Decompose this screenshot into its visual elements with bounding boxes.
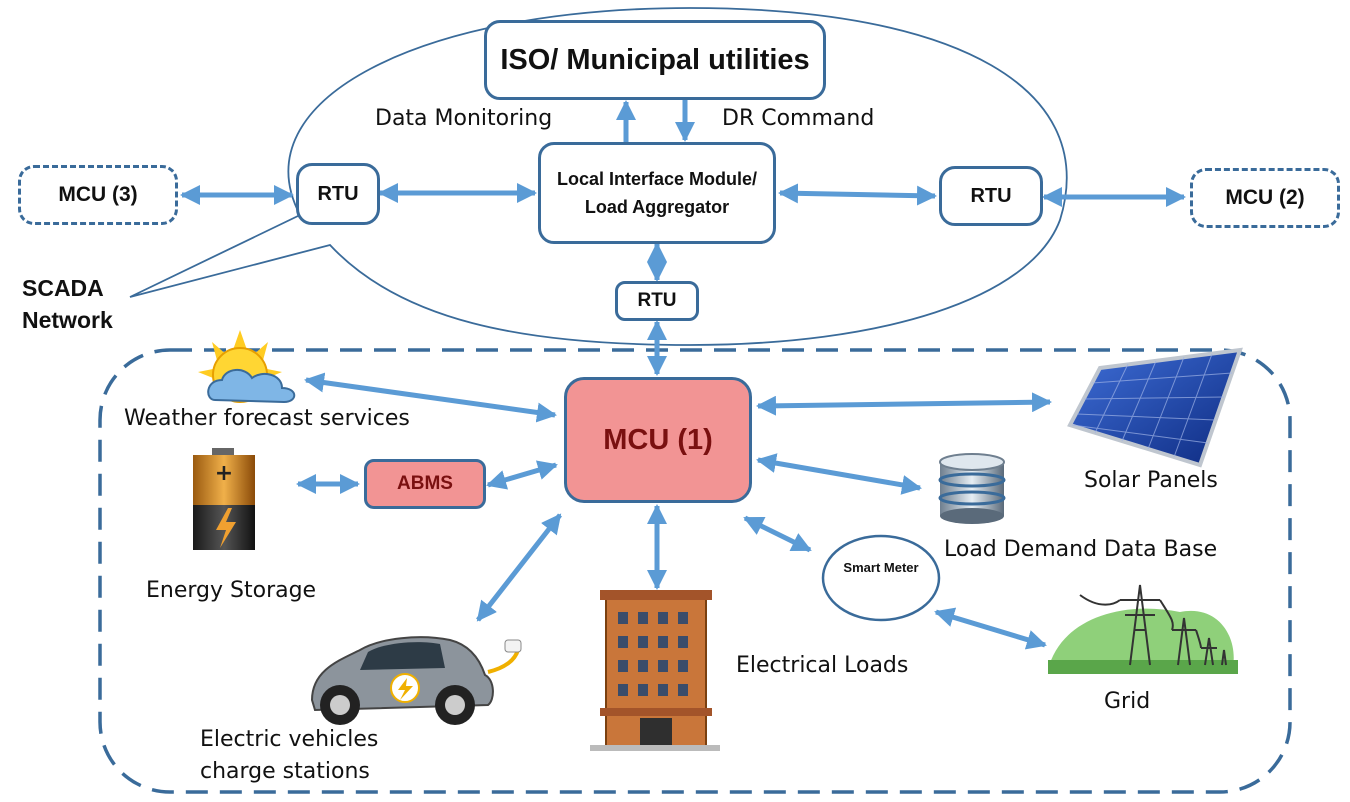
arrow-lim-rtu [778, 183, 937, 206]
mcu1-label: MCU (1) [603, 423, 713, 456]
smart-meter-node [821, 534, 941, 622]
rtu-bottom-label: RTU [637, 290, 677, 311]
rtu-bottom-box: RTU [615, 281, 699, 321]
abms-box: ABMS [364, 459, 486, 509]
rtu-left-label: RTU [317, 182, 359, 205]
electric-car-icon [310, 636, 522, 725]
arrow-smartmeter-grid [934, 607, 1047, 650]
mcu3-label: MCU (3) [58, 183, 138, 206]
arrow-mcu1-smartmeter [743, 515, 812, 553]
rtu-right-label: RTU [970, 184, 1012, 207]
iso-utilities-label: ISO/ Municipal utilities [500, 44, 810, 76]
load-demand-db-label: Load Demand Data Base [944, 537, 1218, 562]
solar-panels-label: Solar Panels [1084, 468, 1218, 493]
sun-cloud-icon [198, 330, 296, 404]
ev-label: Electric vehicles charge stations [200, 724, 430, 788]
building-icon [590, 590, 720, 751]
abms-label: ABMS [397, 473, 453, 494]
mcu2-label: MCU (2) [1225, 186, 1305, 209]
dr-command-label: DR Command [722, 106, 875, 131]
smart-meter-label: Smart Meter [836, 558, 926, 577]
power-tower-icon [1048, 584, 1238, 674]
rtu-right-box: RTU [939, 166, 1043, 226]
ev-text: Electric vehicles charge stations [200, 727, 379, 784]
data-monitoring-label: Data Monitoring [375, 106, 553, 131]
rtu-left-box: RTU [296, 163, 380, 225]
arrow-mcu1-ev [476, 513, 562, 622]
mcu3-box: MCU (3) [18, 165, 178, 225]
scada-network-text: SCADA Network [22, 275, 113, 333]
load-aggregator-label: Local Interface Module/ Load Aggregator [556, 169, 758, 217]
electrical-loads-label: Electrical Loads [736, 653, 909, 678]
weather-label: Weather forecast services [124, 406, 410, 431]
smart-meter-text: Smart Meter [843, 560, 919, 575]
mcu1-box: MCU (1) [564, 377, 752, 503]
iso-utilities-box: ISO/ Municipal utilities [484, 20, 826, 100]
battery-icon: + [193, 448, 255, 550]
energy-storage-label: Energy Storage [146, 578, 317, 603]
microgrid-region [98, 348, 1292, 794]
svg-text:+: + [215, 461, 233, 486]
grid-label: Grid [1104, 689, 1151, 714]
mcu2-box: MCU (2) [1190, 168, 1340, 228]
arrow-weather-mcu1 [304, 372, 557, 423]
arrow-abms-mcu1 [486, 460, 558, 490]
database-icon [938, 453, 1006, 524]
solar-panel-icon [1067, 347, 1243, 468]
arrow-mcu1-solar [756, 392, 1052, 416]
scada-network-label: SCADA Network [22, 272, 162, 336]
arrow-mcu1-database [756, 453, 922, 495]
load-aggregator-box: Local Interface Module/ Load Aggregator [538, 142, 776, 244]
